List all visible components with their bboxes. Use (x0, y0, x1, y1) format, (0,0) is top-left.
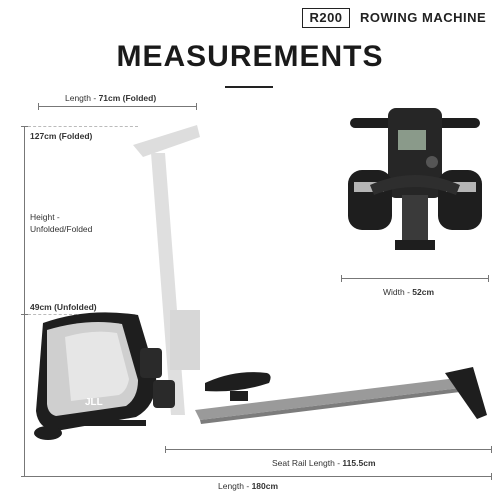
width-label: Width - 52cm (383, 287, 435, 297)
left-footrest (348, 170, 392, 230)
height-tick-mid (21, 314, 28, 315)
height-guide-mid (28, 314, 118, 315)
title-underline (225, 86, 273, 88)
height-tick-bottom (21, 476, 28, 477)
seat-rail-tick-right (491, 446, 492, 453)
length-folded-line (38, 106, 196, 107)
seat (205, 372, 271, 392)
height-tick-top (21, 126, 28, 127)
rear-stabilizer (445, 367, 487, 419)
height-unfolded-label: 49cm (Unfolded) (30, 302, 97, 312)
model-badge: R200 (302, 8, 350, 28)
seat-rail (195, 377, 468, 420)
rowing-machine-front-view (348, 108, 482, 250)
length-line (25, 476, 492, 477)
height-dimension-line (24, 126, 25, 476)
width-tick-left (341, 275, 342, 282)
front-wheel (34, 426, 62, 440)
height-folded-label: 127cm (Folded) (30, 131, 93, 141)
length-tick-right (491, 473, 492, 480)
height-label-line2: Unfolded/Folded (30, 224, 93, 234)
rowing-machine-side-view: JLL (34, 125, 487, 440)
seat-rail-tick-left (165, 446, 166, 453)
tension-knob (426, 156, 438, 168)
footrest (140, 348, 162, 378)
seat-rail-line (165, 449, 492, 450)
product-name: ROWING MACHINE (360, 10, 487, 25)
seat-rail-label: Seat Rail Length - 115.5cm (272, 458, 376, 468)
seat-front (370, 175, 460, 195)
height-guide-top (28, 126, 138, 127)
length-label: Length - 180cm (218, 481, 279, 491)
length-folded-tick-left (38, 103, 39, 110)
right-footrest (438, 170, 482, 230)
height-label-line1: Height - (30, 212, 60, 222)
monitor-screen (398, 130, 426, 150)
brand-logo: JLL (85, 397, 103, 408)
folded-rail-ghost (133, 125, 200, 415)
page-title: MEASUREMENTS (116, 40, 384, 73)
length-folded-label: Length - 71cm (Folded) (65, 93, 157, 103)
length-folded-tick-right (196, 103, 197, 110)
width-line (341, 278, 489, 279)
width-tick-right (488, 275, 489, 282)
